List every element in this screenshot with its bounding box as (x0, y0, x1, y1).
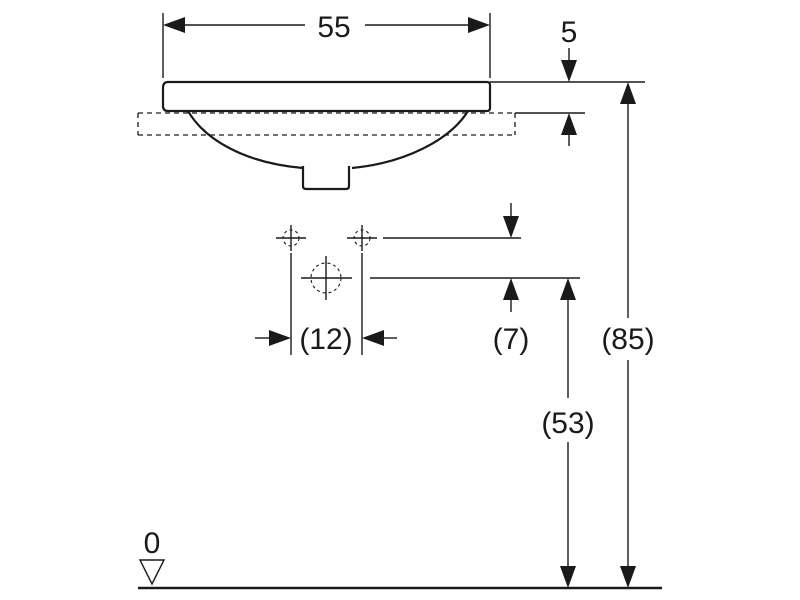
arrow-up (561, 113, 577, 135)
drain-outlet (301, 166, 351, 191)
arrow-down (561, 60, 577, 82)
arrow-left (362, 330, 384, 346)
basin (137, 80, 516, 191)
tap-height-dimension: (53) (541, 278, 595, 588)
arrow-up (620, 82, 636, 104)
basin-bowl (187, 110, 469, 170)
rim-thickness-dimension: 5 (490, 16, 585, 146)
arrow-down (560, 566, 576, 588)
total-height-dimension: (85) (585, 81, 655, 588)
arrow-down (620, 566, 636, 588)
tap-spacing-dimension: (12) (255, 253, 397, 356)
arrow-up (560, 278, 576, 300)
tap-spacing-label: (12) (299, 323, 352, 356)
floor-level-label: 0 (144, 527, 161, 560)
basin-rim (161, 80, 492, 113)
arrow-down (503, 216, 519, 238)
arrow-up (503, 278, 519, 300)
rim-thickness-label: 5 (561, 16, 578, 49)
floor-level: 0 (138, 527, 662, 590)
total-height-label: (85) (601, 323, 654, 356)
tap-offset-label: (7) (493, 323, 530, 356)
tap-hole-right (347, 225, 377, 251)
countertop-outline (137, 112, 516, 136)
tap-holes (276, 225, 377, 300)
width-dimension: 55 (162, 11, 491, 78)
arrow-right (468, 17, 490, 33)
arrow-left (163, 17, 185, 33)
tap-offset-dimension: (7) (370, 203, 580, 356)
width-label: 55 (317, 11, 350, 44)
arrow-right (269, 330, 291, 346)
level-marker-icon (138, 559, 166, 586)
tap-hole-left (276, 225, 306, 251)
center-hole (301, 256, 352, 300)
tap-height-label: (53) (541, 407, 594, 440)
